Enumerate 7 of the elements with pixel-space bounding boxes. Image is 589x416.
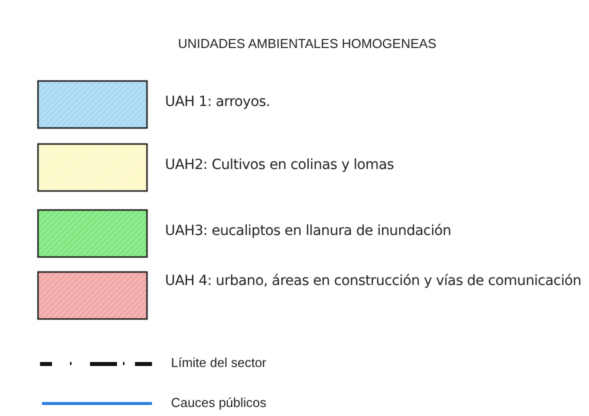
legend-label: UAH3: eucaliptos en llanura de inundación bbox=[165, 223, 452, 239]
legend-label: Cauces públicos bbox=[171, 395, 266, 410]
legend-title: UNIDADES AMBIENTALES HOMOGENEAS bbox=[178, 36, 436, 51]
legend-label: Límite del sector bbox=[171, 355, 266, 370]
legend-label: UAH2: Cultivos en colinas y lomas bbox=[165, 157, 395, 173]
legend-label: UAH 4: urbano, áreas en construcción y vías de comunicación bbox=[165, 273, 582, 289]
legend-label: UAH 1: arroyos. bbox=[165, 94, 272, 110]
